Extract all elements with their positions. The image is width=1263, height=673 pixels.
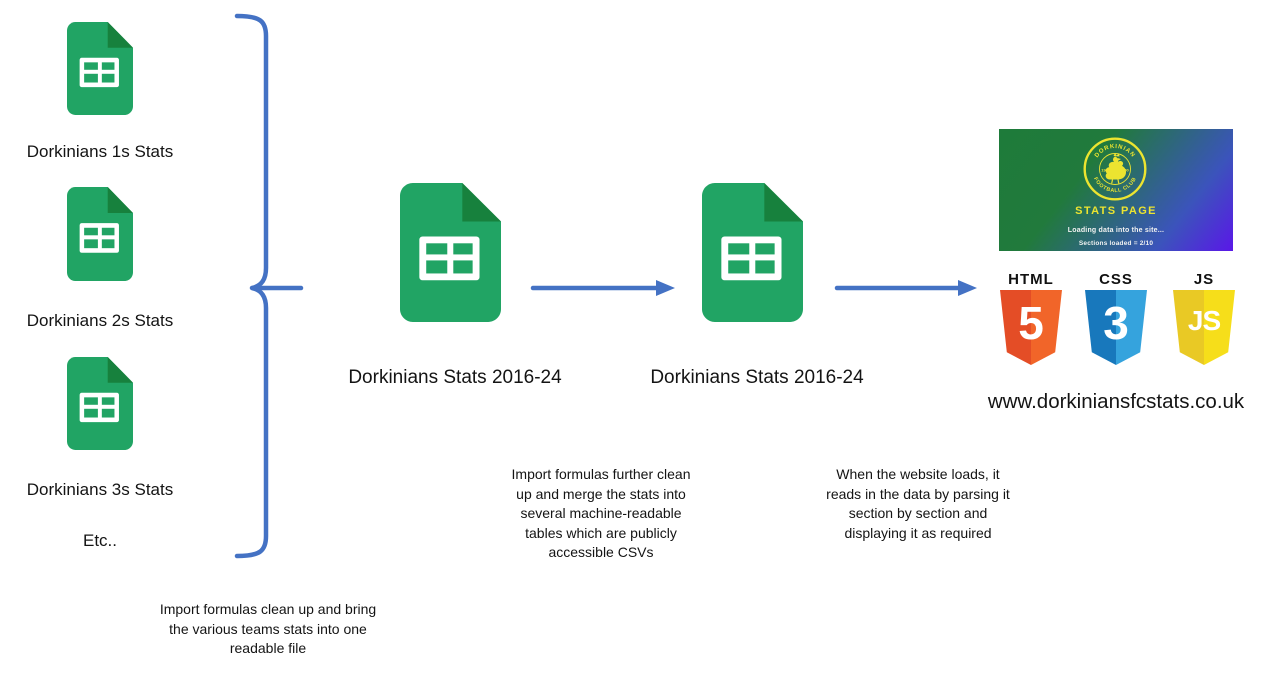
merged-sheet-label: Dorkinians Stats 2016-24	[348, 367, 562, 388]
google-sheets-icon	[67, 357, 133, 450]
tech-badge-glyph: JS	[1187, 304, 1221, 336]
crest-year-right: 50	[1124, 168, 1129, 173]
html5-icon: HTML 5	[1000, 271, 1062, 365]
arrow-csv-to-site-head-icon	[958, 280, 977, 296]
tech-badge-label: JS	[1193, 271, 1215, 288]
caption-website: When the website loads, it reads in the …	[826, 466, 1010, 541]
website-url: www.dorkiniansfcstats.co.uk	[987, 390, 1245, 413]
club-crest-icon: DORKINIAN FOOTBALL CLUB 19 50	[1083, 137, 1147, 201]
js-icon: JS JS	[1173, 271, 1235, 365]
tech-badge-glyph: 5	[1018, 296, 1044, 349]
tech-badge-label: HTML	[1008, 271, 1054, 288]
css3-shield-icon: 3	[1085, 290, 1147, 365]
tech-badge-label: CSS	[1099, 271, 1133, 288]
sheet-source-label: Dorkinians 2s Stats	[26, 311, 174, 330]
csv-sheet-label: Dorkinians Stats 2016-24	[650, 367, 864, 388]
google-sheets-icon	[67, 187, 133, 281]
caption-csv: Import formulas further clean up and mer…	[511, 466, 691, 560]
google-sheets-icon	[67, 22, 133, 115]
js-shield-icon: JS	[1173, 290, 1235, 365]
google-sheets-icon	[702, 183, 803, 322]
sheet-source-label: Dorkinians 3s Stats	[26, 480, 174, 499]
arrow-merge-to-csv-head-icon	[656, 280, 675, 296]
crest-year-left: 19	[1101, 168, 1106, 173]
etc-label: Etc..	[82, 531, 117, 550]
rooster-icon	[1105, 153, 1126, 184]
html5-shield-icon: 5	[1000, 290, 1062, 365]
sheet-source-label: Dorkinians 1s Stats	[26, 142, 174, 161]
google-sheets-icon	[400, 183, 501, 322]
sections-loaded-status: Sections loaded = 2/10	[1078, 240, 1154, 247]
caption-merge: Import formulas clean up and bring the v…	[159, 601, 377, 656]
website-screenshot: DORKINIAN FOOTBALL CLUB 19 50 STATS PAGE…	[999, 129, 1233, 251]
tech-badge-glyph: 3	[1103, 296, 1129, 349]
css3-icon: CSS 3	[1085, 271, 1147, 365]
loading-status: Loading data into the site...	[1067, 227, 1165, 234]
stats-page-title: STATS PAGE	[1075, 205, 1157, 217]
